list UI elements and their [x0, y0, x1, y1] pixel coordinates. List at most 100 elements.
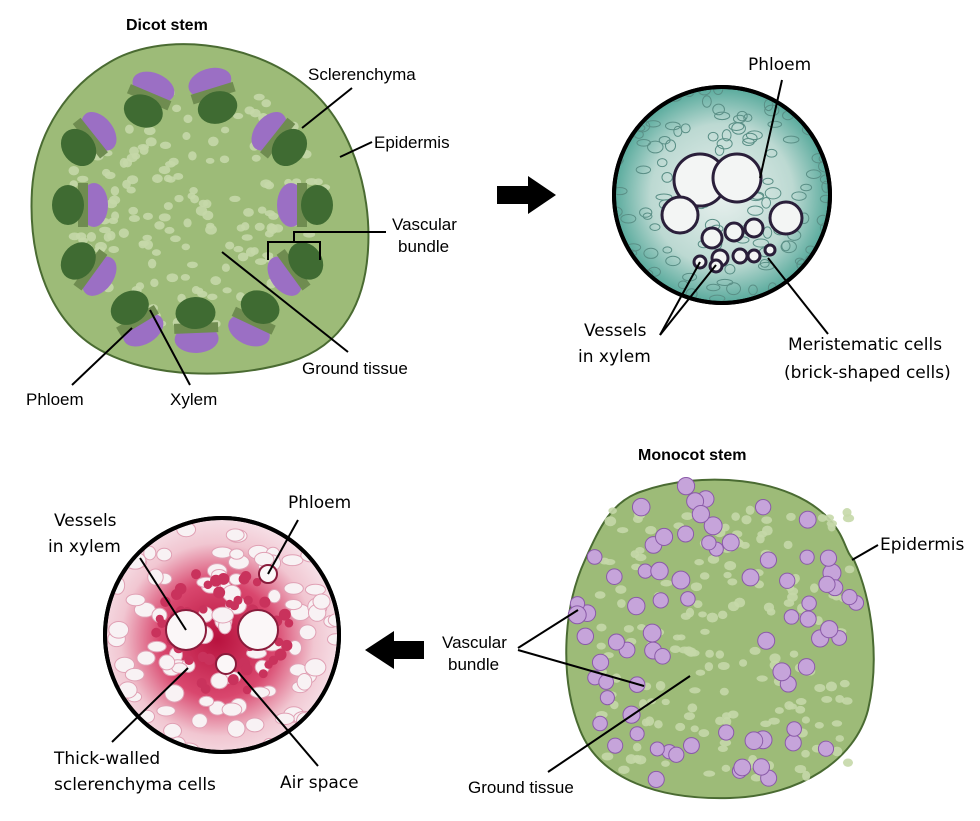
monocot-micro-sclerenchyma-label-2: sclerenchyma cells — [54, 775, 216, 795]
ground-cell — [205, 157, 215, 164]
xylem-vessel — [731, 247, 749, 265]
dicot-micro-vessels-pointer-2 — [659, 264, 717, 336]
ground-cell — [794, 764, 807, 774]
parenchyma-cell — [327, 633, 337, 646]
vascular-bundle — [173, 297, 219, 354]
ground-cell — [596, 642, 606, 650]
ground-cell — [225, 241, 235, 250]
dicot-phloem-label: Phloem — [26, 390, 84, 409]
dicot-epidermis-label: Epidermis — [374, 133, 450, 152]
ground-cell — [801, 716, 810, 724]
ground-cell — [787, 592, 798, 602]
ground-cell — [142, 234, 153, 241]
vascular-bundle — [741, 568, 760, 587]
ground-cell — [717, 662, 730, 671]
ground-cell — [151, 249, 161, 256]
ground-cell — [137, 143, 150, 151]
sclerenchyma-cell — [252, 577, 262, 587]
vascular-bundle — [820, 620, 839, 639]
dicot-ground-tissue-pointer — [221, 251, 349, 353]
ground-cell — [717, 610, 728, 620]
ground-cell — [594, 591, 606, 599]
vascular-bundle — [691, 505, 710, 524]
ground-cell — [839, 679, 850, 688]
micro-cell — [815, 103, 828, 116]
vascular-bundle — [819, 549, 838, 567]
ground-cell — [637, 624, 646, 631]
ground-cell — [86, 232, 97, 242]
micro-cell — [616, 260, 625, 273]
ground-cell — [119, 157, 129, 168]
vascular-bundle — [654, 527, 674, 546]
ground-cell — [158, 165, 171, 175]
ground-cell — [77, 175, 89, 183]
ground-cell — [814, 722, 824, 729]
micro-cell — [643, 247, 659, 259]
vascular-bundle — [637, 563, 653, 579]
micro-cell — [642, 212, 653, 220]
vascular-bundle — [110, 290, 164, 347]
parenchyma-cell — [114, 656, 135, 673]
parenchyma-cell — [327, 612, 337, 628]
ground-cell — [783, 540, 793, 550]
sclerenchyma-cell — [151, 627, 162, 638]
dicot-epidermis-pointer — [339, 141, 373, 158]
micro-cell — [743, 113, 753, 122]
ground-cell — [164, 160, 176, 168]
dicot-micro-vessels-label-1: Vessels — [584, 321, 647, 341]
micro-cell — [664, 121, 681, 131]
ground-cell — [802, 770, 811, 781]
parenchyma-cell — [298, 729, 314, 747]
monocot-ground-tissue-pointer — [547, 675, 691, 773]
xylem-region — [60, 128, 97, 167]
sclerenchyma-cell — [213, 586, 226, 599]
parenchyma-cell — [108, 620, 130, 639]
ground-cell — [835, 735, 845, 742]
vascular-bundle — [251, 111, 308, 167]
ground-cell — [68, 232, 81, 241]
ground-cell — [795, 705, 806, 714]
ground-cell — [166, 273, 179, 283]
sclerenchyma-cell — [274, 637, 284, 647]
micro-cell — [724, 263, 736, 275]
ground-cell — [727, 601, 740, 612]
monocot-micro-vessels-label-2: in xylem — [48, 537, 121, 557]
ground-cell — [693, 600, 703, 609]
ground-cell — [78, 237, 88, 244]
micro-cell — [767, 120, 783, 128]
parenchyma-cell — [156, 547, 173, 562]
ground-cell — [604, 516, 617, 527]
ground-cell — [104, 171, 116, 180]
ground-cell — [188, 151, 197, 161]
ground-cell — [190, 194, 200, 204]
micro-cell — [780, 240, 797, 254]
vascular-bundle — [60, 242, 117, 296]
ground-cell — [801, 749, 810, 758]
ground-cell — [706, 612, 718, 623]
ground-cell — [180, 274, 191, 281]
dicot-xylem-pointer — [149, 309, 191, 386]
parenchyma-cell — [163, 722, 182, 739]
micro-cell — [791, 191, 807, 201]
micro-cell — [714, 144, 725, 156]
ground-cell — [260, 179, 272, 189]
ground-cell — [825, 681, 837, 692]
ground-cell — [241, 222, 250, 231]
ground-cell — [183, 114, 193, 124]
sclerenchyma-cell — [259, 596, 271, 608]
dicot-vascular-label-1: Vascular — [392, 215, 457, 234]
xylem-region — [52, 185, 85, 226]
vascular-bundle — [841, 588, 858, 606]
ground-cell — [698, 611, 707, 618]
ground-cell — [233, 112, 244, 120]
ground-cell — [173, 172, 184, 180]
dicot-micro-phloem-pointer — [759, 79, 783, 179]
micro-cell — [680, 123, 691, 134]
dicot-micro-phloem-label: Phloem — [748, 55, 811, 75]
ground-cell — [125, 124, 134, 134]
micro-cell — [709, 294, 726, 301]
micro-cell — [706, 283, 721, 292]
ground-cell — [715, 650, 725, 659]
parenchyma-cell — [283, 582, 304, 595]
sclerenchyma-cell — [160, 596, 171, 607]
